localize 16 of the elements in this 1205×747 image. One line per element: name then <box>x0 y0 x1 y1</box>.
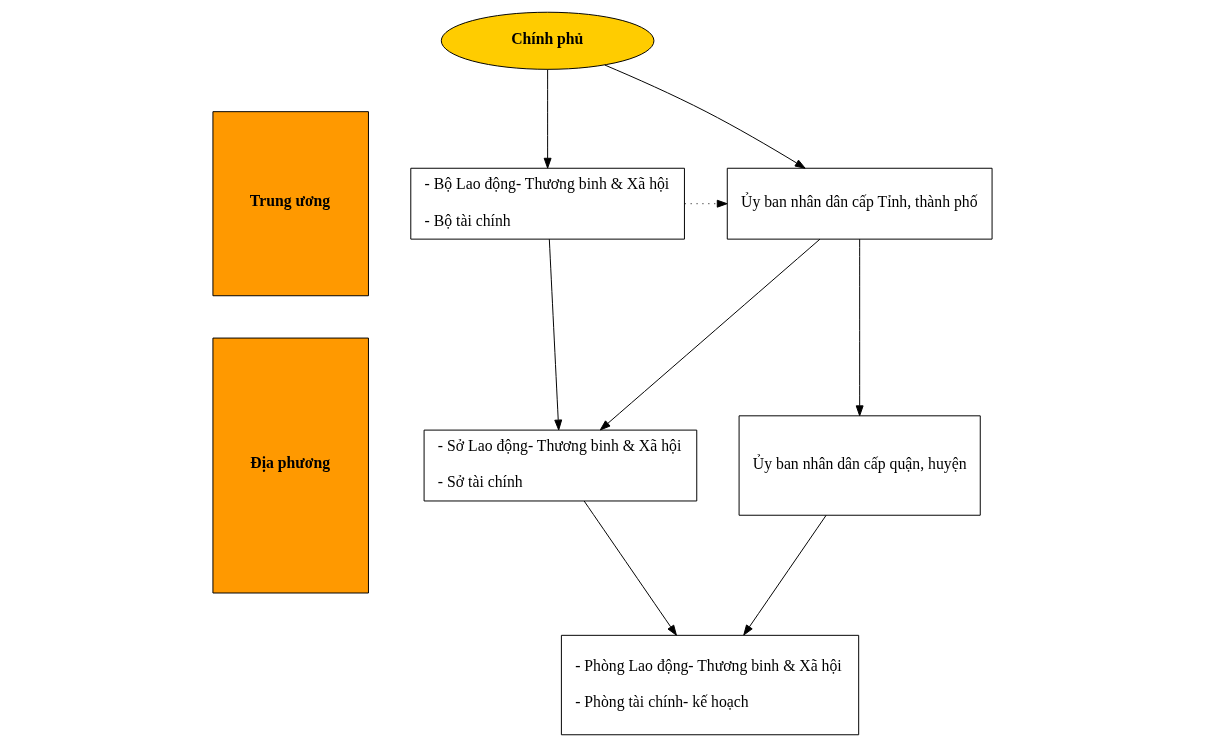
arrow <box>743 514 827 636</box>
node-box: - Sở Lao động- Thương binh & Xã hội - Sở tài chính <box>423 429 698 502</box>
arrow <box>599 238 821 431</box>
node-box: Địa phương <box>212 337 369 594</box>
node-box: - Bộ Lao động- Thương binh & Xã hội - Bộ tài chính <box>410 167 685 240</box>
node-box: Ủy ban nhân dân cấp Tỉnh, thành phố <box>726 167 993 240</box>
node-box: Trung ương <box>212 111 369 297</box>
node-box: Ủy ban nhân dân cấp quận, huyện <box>738 415 981 516</box>
arrow <box>684 199 728 208</box>
arrow <box>583 500 677 636</box>
arrow <box>548 238 563 431</box>
node-ellipse: Chính phủ <box>440 11 655 70</box>
node-box: - Phòng Lao động- Thương binh & Xã hội - Phòng tài chính- kế hoạch <box>560 634 860 736</box>
arrow <box>604 64 806 169</box>
arrow <box>855 238 864 417</box>
arrow <box>543 68 552 169</box>
